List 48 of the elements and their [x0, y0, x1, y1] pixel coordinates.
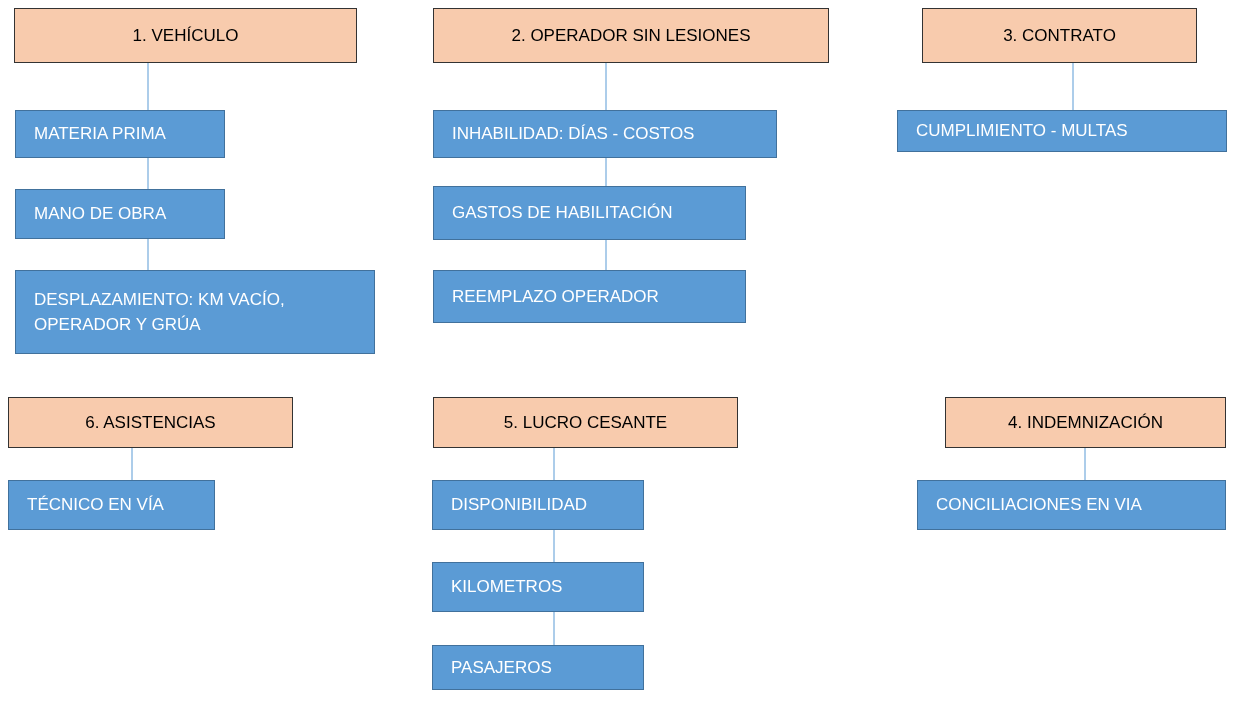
header-label: 2. OPERADOR SIN LESIONES	[511, 24, 751, 47]
item-box	[433, 110, 777, 158]
connector-line	[147, 157, 149, 190]
item-box	[15, 110, 225, 158]
header-label: 5. LUCRO CESANTE	[503, 411, 668, 434]
header-label: 6. ASISTENCIAS	[85, 411, 216, 434]
connector-line	[1072, 62, 1074, 111]
category-header-box	[14, 8, 357, 63]
item-box	[433, 186, 746, 240]
item-label: INHABILIDAD: DÍAS - COSTOS	[452, 123, 695, 146]
item-box	[897, 110, 1227, 152]
category-header-box	[922, 8, 1197, 63]
item-label: DESPLAZAMIENTO: KM VACÍO, OPERADOR Y GRÚA	[34, 288, 286, 336]
category-header-box	[945, 397, 1226, 448]
category-header-box	[8, 397, 293, 448]
header-label: 1. VEHÍCULO	[132, 24, 239, 47]
item-box	[433, 270, 746, 323]
item-label: CUMPLIMIENTO - MULTAS	[916, 120, 1128, 143]
item-label: GASTOS DE HABILITACIÓN	[452, 202, 673, 225]
item-label: DISPONIBILIDAD	[451, 494, 588, 517]
connector-line	[605, 239, 607, 271]
item-box	[15, 270, 375, 354]
item-label: TÉCNICO EN VÍA	[27, 494, 164, 517]
connector-line	[147, 238, 149, 271]
item-label: MANO DE OBRA	[34, 203, 167, 226]
item-box	[8, 480, 215, 530]
connector-line	[131, 447, 133, 481]
connector-line	[605, 62, 607, 111]
item-label: REEMPLAZO OPERADOR	[452, 285, 659, 308]
item-label: CONCILIACIONES EN VIA	[936, 494, 1142, 517]
item-box	[432, 562, 644, 612]
header-label: 3. CONTRATO	[1003, 24, 1116, 47]
item-label: KILOMETROS	[451, 576, 563, 599]
item-label: PASAJEROS	[451, 656, 552, 679]
category-header-box	[433, 8, 829, 63]
connector-line	[553, 529, 555, 563]
item-box	[917, 480, 1226, 530]
item-box	[432, 480, 644, 530]
connector-line	[605, 157, 607, 187]
item-label: MATERIA PRIMA	[34, 123, 166, 146]
connector-line	[553, 611, 555, 646]
item-box	[432, 645, 644, 690]
connector-line	[1084, 447, 1086, 481]
connector-line	[147, 62, 149, 111]
category-header-box	[433, 397, 738, 448]
connector-line	[553, 447, 555, 481]
item-box	[15, 189, 225, 239]
header-label: 4. INDEMNIZACIÓN	[1008, 411, 1163, 434]
